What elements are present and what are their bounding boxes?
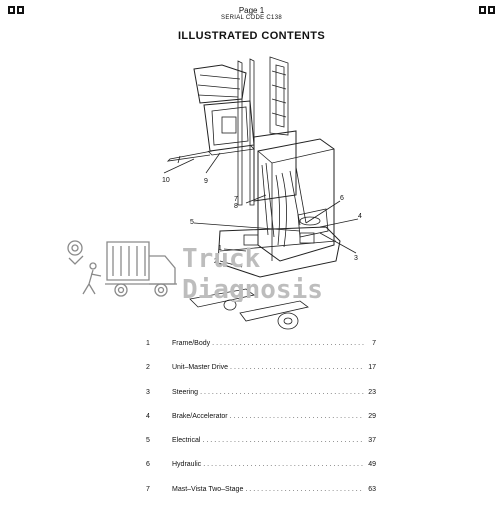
- truck-mechanic-icon: [67, 240, 177, 297]
- toc-title: Electrical: [172, 437, 201, 445]
- callout-5: 5: [190, 219, 194, 226]
- table-of-contents: 1 Frame/Body ...........................…: [146, 340, 376, 510]
- page-title: ILLUSTRATED CONTENTS: [177, 30, 326, 42]
- toc-page: 63: [368, 485, 376, 493]
- toc-leader-dots: ........................................…: [230, 364, 364, 372]
- toc-page: 7: [372, 340, 376, 347]
- forklift-truck-icon: [163, 56, 359, 330]
- callout-6: 6: [340, 195, 344, 202]
- toc-item-frame-body[interactable]: 1 Frame/Body ...........................…: [146, 340, 376, 364]
- toc-title: Brake/Accelerator: [172, 412, 228, 420]
- toc-page: 49: [368, 461, 376, 469]
- toc-leader-dots: ........................................…: [229, 412, 364, 420]
- toc-item-brake-accelerator[interactable]: 4 Brake/Accelerator ....................…: [146, 413, 376, 437]
- toc-title: Mast–Vista Two–Stage: [172, 485, 244, 493]
- toc-leader-dots: ........................................…: [203, 461, 364, 469]
- callout-7: 7: [234, 196, 238, 203]
- toc-title: Frame/Body: [172, 340, 211, 347]
- toc-page: 29: [368, 412, 376, 420]
- toc-leader-dots: ........................................…: [200, 388, 364, 396]
- watermark-line1: Truck: [182, 244, 261, 274]
- page-number: Page 1: [238, 6, 265, 15]
- toc-number: 1: [146, 340, 150, 347]
- toc-page: 37: [368, 437, 376, 445]
- toc-page: 17: [368, 364, 376, 372]
- watermark-line2: Diagnosis: [182, 275, 323, 302]
- toc-page: 23: [368, 388, 376, 396]
- hyster-logo-icon: [479, 6, 495, 14]
- toc-number: 7: [146, 485, 150, 493]
- toc-leader-dots: ........................................…: [202, 437, 364, 445]
- callout-9: 9: [204, 178, 208, 185]
- toc-title: Steering: [172, 388, 199, 396]
- hyster-logo-left: [8, 6, 24, 18]
- watermark: Truck Diagnosis: [67, 240, 323, 302]
- toc-number: 5: [146, 437, 150, 445]
- toc-item-hydraulic[interactable]: 6 Hydraulic ............................…: [146, 461, 376, 485]
- hyster-logo-right: [479, 6, 495, 18]
- hyster-logo-icon: [8, 6, 24, 14]
- callout-1: 1: [218, 245, 222, 252]
- toc-item-mast-vista[interactable]: 7 Mast–Vista Two–Stage .................…: [146, 486, 376, 510]
- callout-8: 8: [234, 203, 238, 210]
- toc-number: 3: [146, 388, 150, 396]
- toc-item-unit-master-drive[interactable]: 2 Unit–Master Drive ....................…: [146, 364, 376, 388]
- callout-3: 3: [354, 255, 358, 262]
- callout-2: 2: [214, 258, 218, 265]
- serial-code: SERIAL CODE C138: [221, 15, 282, 21]
- toc-item-electrical[interactable]: 5 Electrical ...........................…: [146, 437, 376, 461]
- toc-number: 4: [146, 412, 150, 420]
- toc-number: 2: [146, 364, 150, 372]
- toc-leader-dots: ........................................…: [212, 340, 364, 347]
- toc-title: Unit–Master Drive: [172, 364, 229, 372]
- toc-number: 6: [146, 461, 150, 469]
- toc-item-steering[interactable]: 3 Steering .............................…: [146, 389, 376, 413]
- page-header: Page 1 SERIAL CODE C138: [0, 6, 503, 22]
- toc-leader-dots: ........................................…: [245, 485, 364, 493]
- callout-10: 10: [162, 177, 170, 184]
- toc-title: Hydraulic: [172, 461, 202, 469]
- callout-4: 4: [358, 213, 362, 220]
